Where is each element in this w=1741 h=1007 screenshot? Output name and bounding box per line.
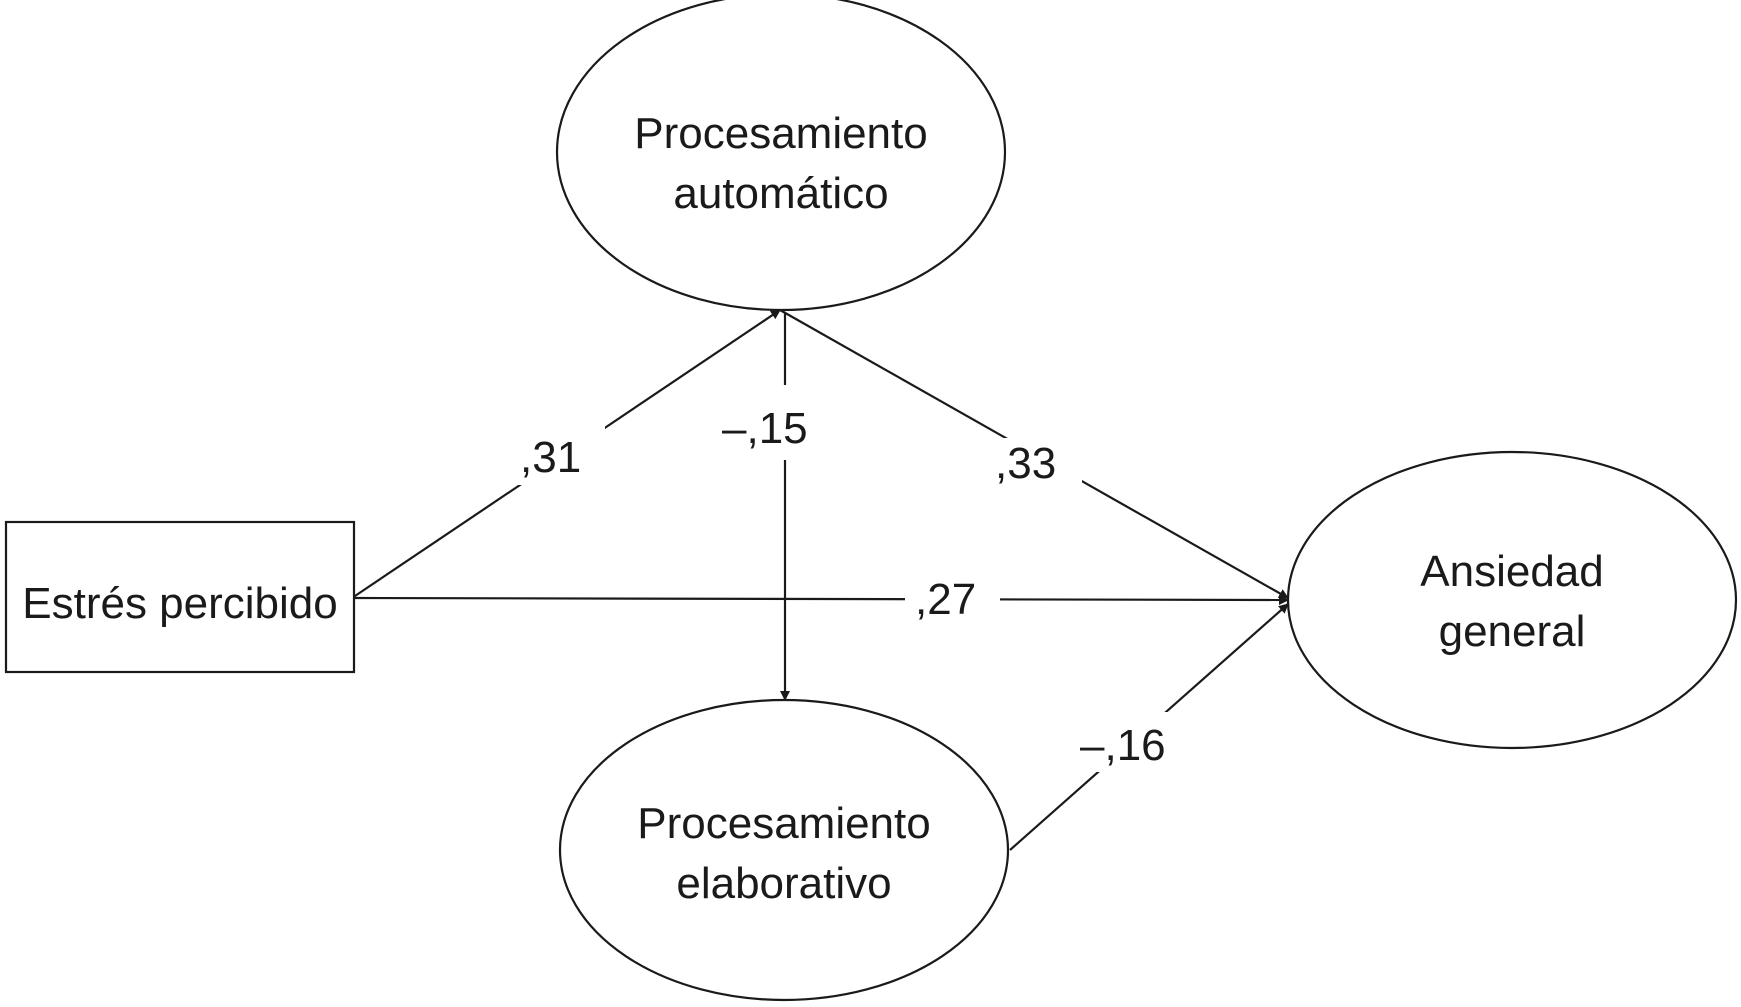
node-ellipse [555, 0, 1007, 312]
node-label-automatico-line1: Procesamiento [634, 109, 927, 158]
edge-label-bg [720, 385, 825, 460]
node-estres-percibido: Estrés percibido [4, 520, 356, 674]
edge-label-estres-to-automatico: ,31 [520, 433, 581, 482]
node-ansiedad-general: Ansiedad general [1286, 450, 1738, 750]
node-ellipse [558, 698, 1010, 1002]
edge-label-estres-to-ansiedad: ,27 [915, 575, 976, 624]
node-label-elaborativo-line2: elaborativo [676, 859, 891, 908]
edge-label-elaborativo-to-ansiedad: –,16 [1080, 721, 1166, 770]
edge-label-automatico-to-elaborativo: –,15 [722, 404, 808, 453]
node-label-automatico-line2: automático [673, 169, 888, 218]
edge-label-bg [1078, 712, 1183, 772]
node-procesamiento-elaborativo: Procesamiento elaborativo [558, 698, 1010, 1002]
nodes: Estrés percibido Procesamiento automátic… [4, 0, 1738, 1002]
node-label-ansiedad-line1: Ansiedad [1420, 547, 1603, 596]
edge-estres-to-ansiedad [353, 594, 1289, 605]
node-procesamiento-automatico: Procesamiento automático [555, 0, 1007, 312]
edge-label-bg [990, 438, 1082, 498]
edge-label-bg [905, 572, 1000, 627]
node-label-elaborativo-line1: Procesamiento [637, 799, 930, 848]
edge-labels: ,31 –,15 ,33 ,27 –,16 [515, 385, 1183, 772]
node-label-ansiedad-line2: general [1439, 607, 1586, 656]
node-box [4, 520, 356, 674]
node-label-estres: Estrés percibido [22, 579, 337, 628]
edge-label-automatico-to-ansiedad: ,33 [995, 439, 1056, 488]
node-ellipse [1286, 450, 1738, 750]
edge-label-bg [515, 425, 605, 485]
